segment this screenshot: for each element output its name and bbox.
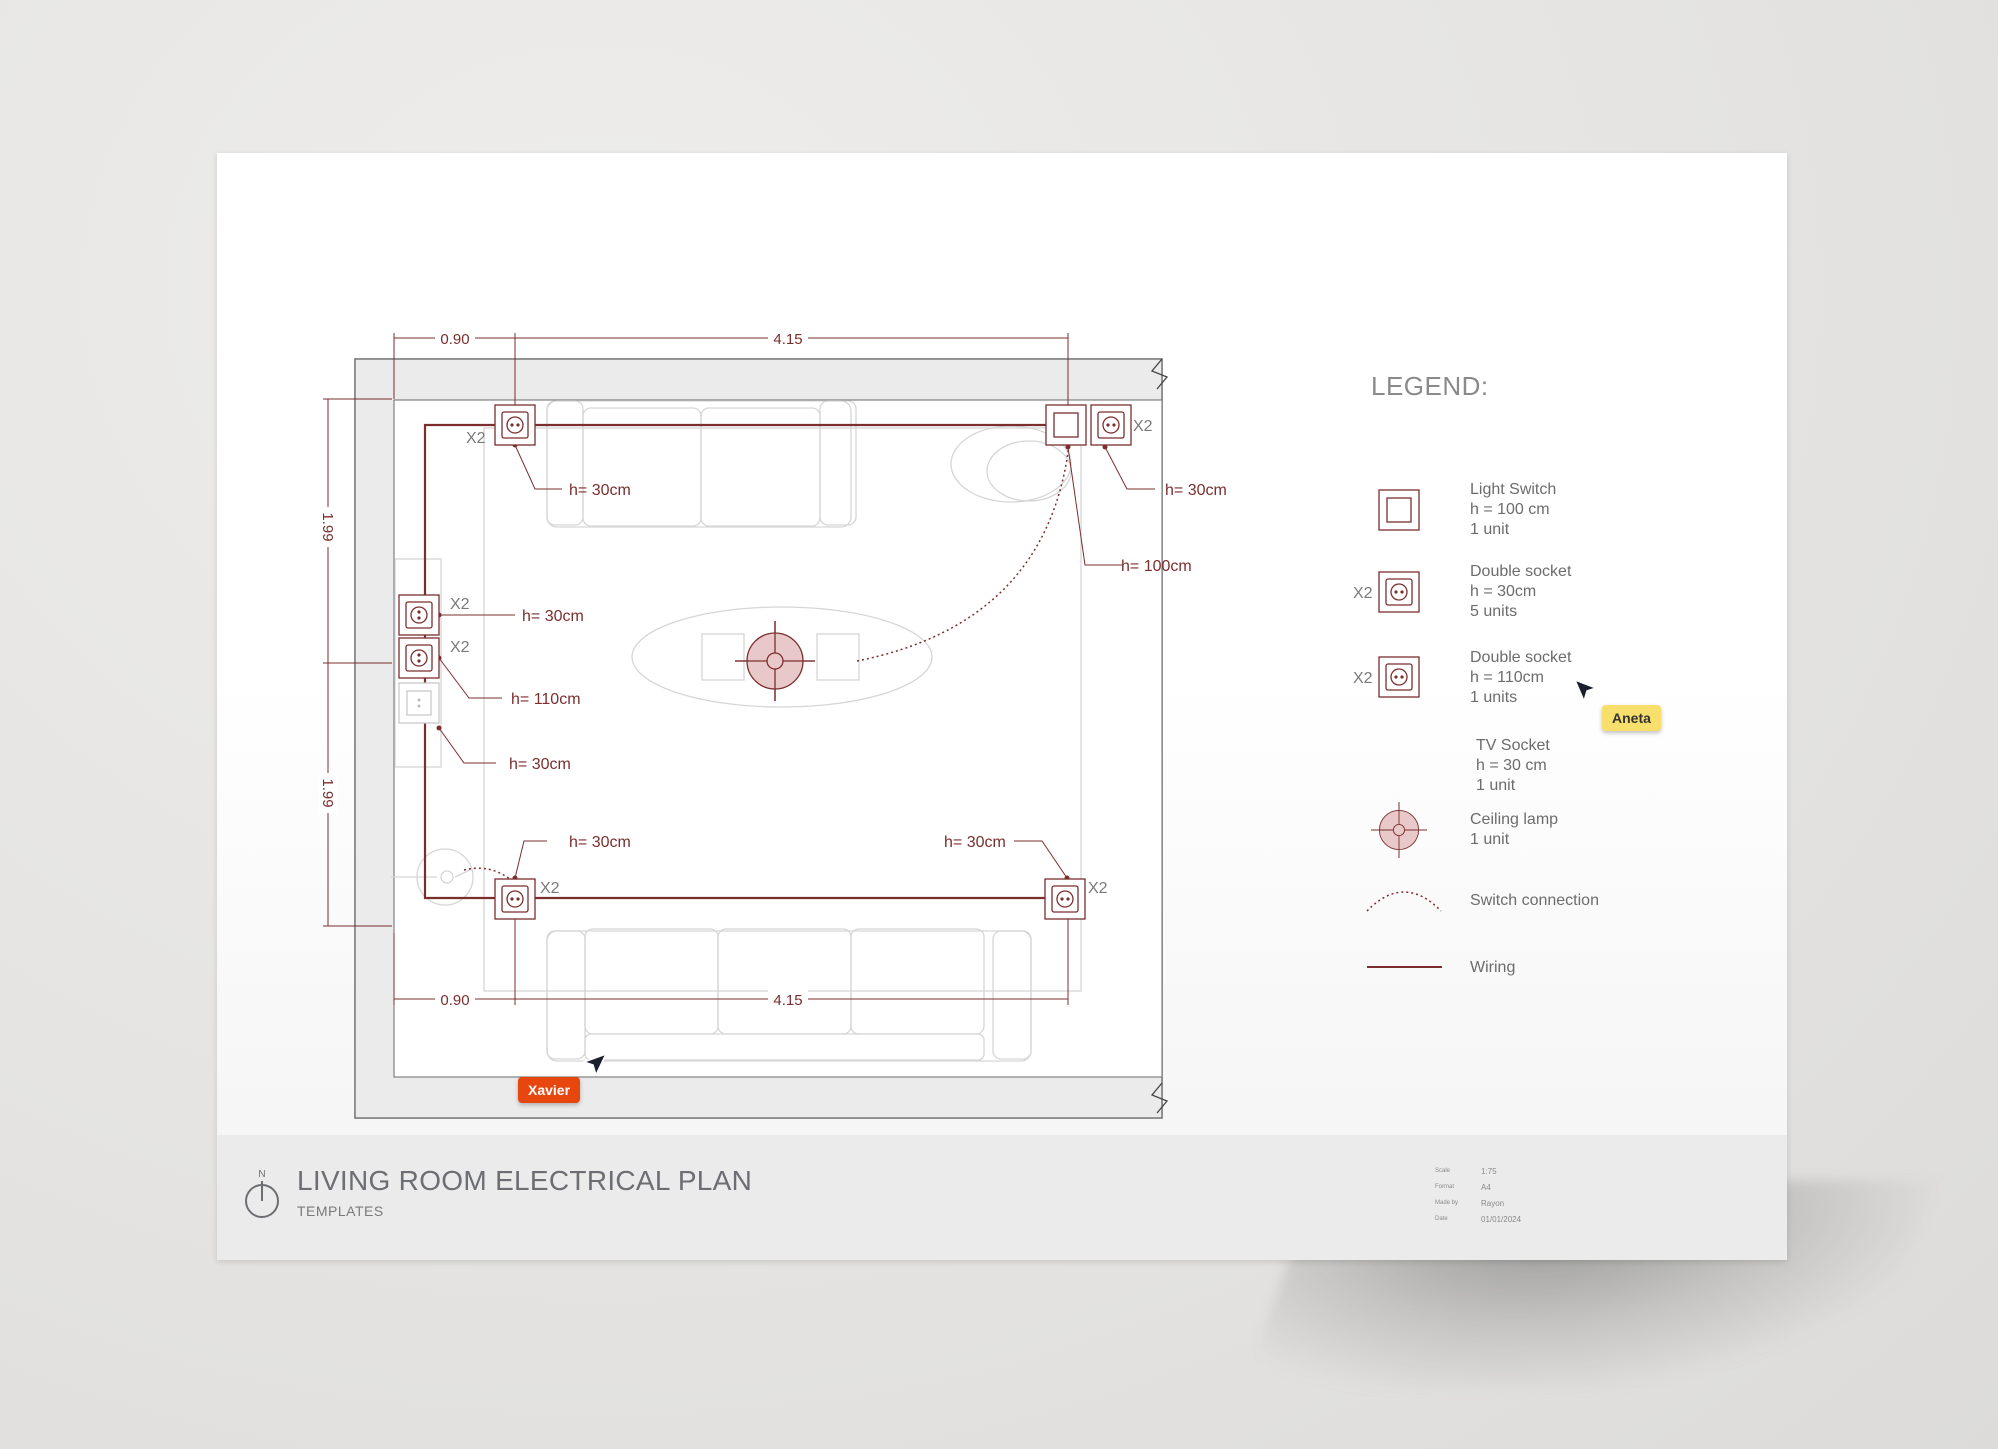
page-subtitle: TEMPLATES — [297, 1203, 384, 1219]
double-socket-icon — [1378, 571, 1420, 613]
socket-bottom-left — [494, 878, 536, 920]
switch-connection-icon — [1366, 891, 1442, 912]
label-bottom-right-height: h= 30cm — [944, 834, 1006, 851]
plan-sheet: 0.90 4.15 0.90 4.15 1.99 1.99 — [217, 153, 1787, 1260]
label-left-2-height: h= 110cm — [511, 691, 581, 708]
label-top-right-height: h= 30cm — [1165, 482, 1227, 499]
socket-top-right — [1090, 404, 1132, 446]
title-block-meta: Scale 1:75 Format A4 Made by Rayon Date 01/0… — [1435, 1163, 1521, 1227]
socket-top-left — [494, 404, 536, 446]
svg-text:N: N — [258, 1169, 265, 1180]
north-arrow-icon: N — [244, 1165, 280, 1225]
meta-made-by-key: Made by — [1435, 1200, 1459, 1206]
room-walls — [354, 358, 1169, 1119]
meta-made-by-value: Rayon — [1481, 1198, 1505, 1208]
legend-double-socket-30-label: Double socket h = 30cm 5 units — [1470, 563, 1572, 620]
label-bottom-left-height: h= 30cm — [569, 834, 631, 851]
meta-scale-value: 1:75 — [1481, 1166, 1497, 1176]
legend-mult-2: X2 — [1353, 670, 1373, 687]
switch-connection-line — [856, 444, 1070, 662]
light-switch-icon — [1378, 489, 1420, 531]
floor-plan-drawing: 0.90 4.15 0.90 4.15 1.99 1.99 — [319, 329, 1442, 1119]
legend-switch-connection-label: Switch connection — [1470, 892, 1599, 909]
label-left-1-height: h= 30cm — [522, 608, 584, 625]
mult-left-1: X2 — [450, 596, 470, 613]
dim-side-lower: 1.99 — [319, 778, 336, 807]
legend-icons — [1366, 489, 1442, 968]
legend-light-switch-label: Light Switch h = 100 cm 1 unit — [1470, 481, 1557, 538]
socket-left-2 — [398, 637, 440, 679]
leader-lines — [438, 444, 1155, 879]
mult-bottom-left: X2 — [540, 880, 560, 897]
socket-bottom-right — [1044, 878, 1086, 920]
mult-top-left: X2 — [466, 430, 486, 447]
label-switch-height: h= 100cm — [1121, 558, 1192, 575]
legend-ceiling-lamp-label: Ceiling lamp 1 unit — [1470, 811, 1559, 848]
dimension-lines — [323, 333, 1069, 1005]
meta-format-key: Format — [1435, 1184, 1455, 1190]
double-socket-icon — [1378, 656, 1420, 698]
light-switch — [1045, 404, 1087, 446]
legend-wiring-label: Wiring — [1470, 959, 1516, 976]
cursor-xavier-icon — [583, 1053, 607, 1076]
page-title: LIVING ROOM ELECTRICAL PLAN — [297, 1165, 753, 1196]
furniture — [391, 400, 1082, 1062]
cursor-xavier-label: Xavier — [518, 1077, 581, 1103]
meta-date-value: 01/01/2024 — [1481, 1214, 1522, 1224]
cursor-aneta-icon — [1574, 679, 1597, 702]
tv-socket — [398, 682, 440, 724]
label-left-3-height: h= 30cm — [509, 756, 571, 773]
cursor-aneta-label: Aneta — [1602, 705, 1661, 731]
label-top-left-height: h= 30cm — [569, 482, 631, 499]
meta-scale-key: Scale — [1435, 1168, 1451, 1174]
legend-mult-1: X2 — [1353, 585, 1373, 602]
dim-side-upper: 1.99 — [319, 512, 336, 541]
dim-top-right: 4.15 — [773, 331, 802, 348]
ceiling-lamp-icon — [1370, 801, 1428, 859]
mult-bottom-right: X2 — [1088, 880, 1108, 897]
dim-bottom-right: 4.15 — [773, 992, 802, 1009]
meta-format-value: A4 — [1481, 1182, 1491, 1192]
dim-top-left: 0.90 — [440, 331, 469, 348]
socket-left-1 — [398, 594, 440, 636]
mult-top-right: X2 — [1133, 418, 1153, 435]
meta-date-key: Date — [1435, 1216, 1448, 1222]
title-block: N LIVING ROOM ELECTRICAL PLAN TEMPLATES … — [217, 1135, 1787, 1260]
legend-tv-socket-label: TV Socket h = 30 cm 1 unit — [1476, 737, 1550, 794]
mult-left-2: X2 — [450, 639, 470, 656]
dim-bottom-left: 0.90 — [440, 992, 469, 1009]
legend-title: LEGEND: — [1371, 371, 1489, 401]
legend-double-socket-110-label: Double socket h = 110cm 1 units — [1470, 649, 1572, 706]
